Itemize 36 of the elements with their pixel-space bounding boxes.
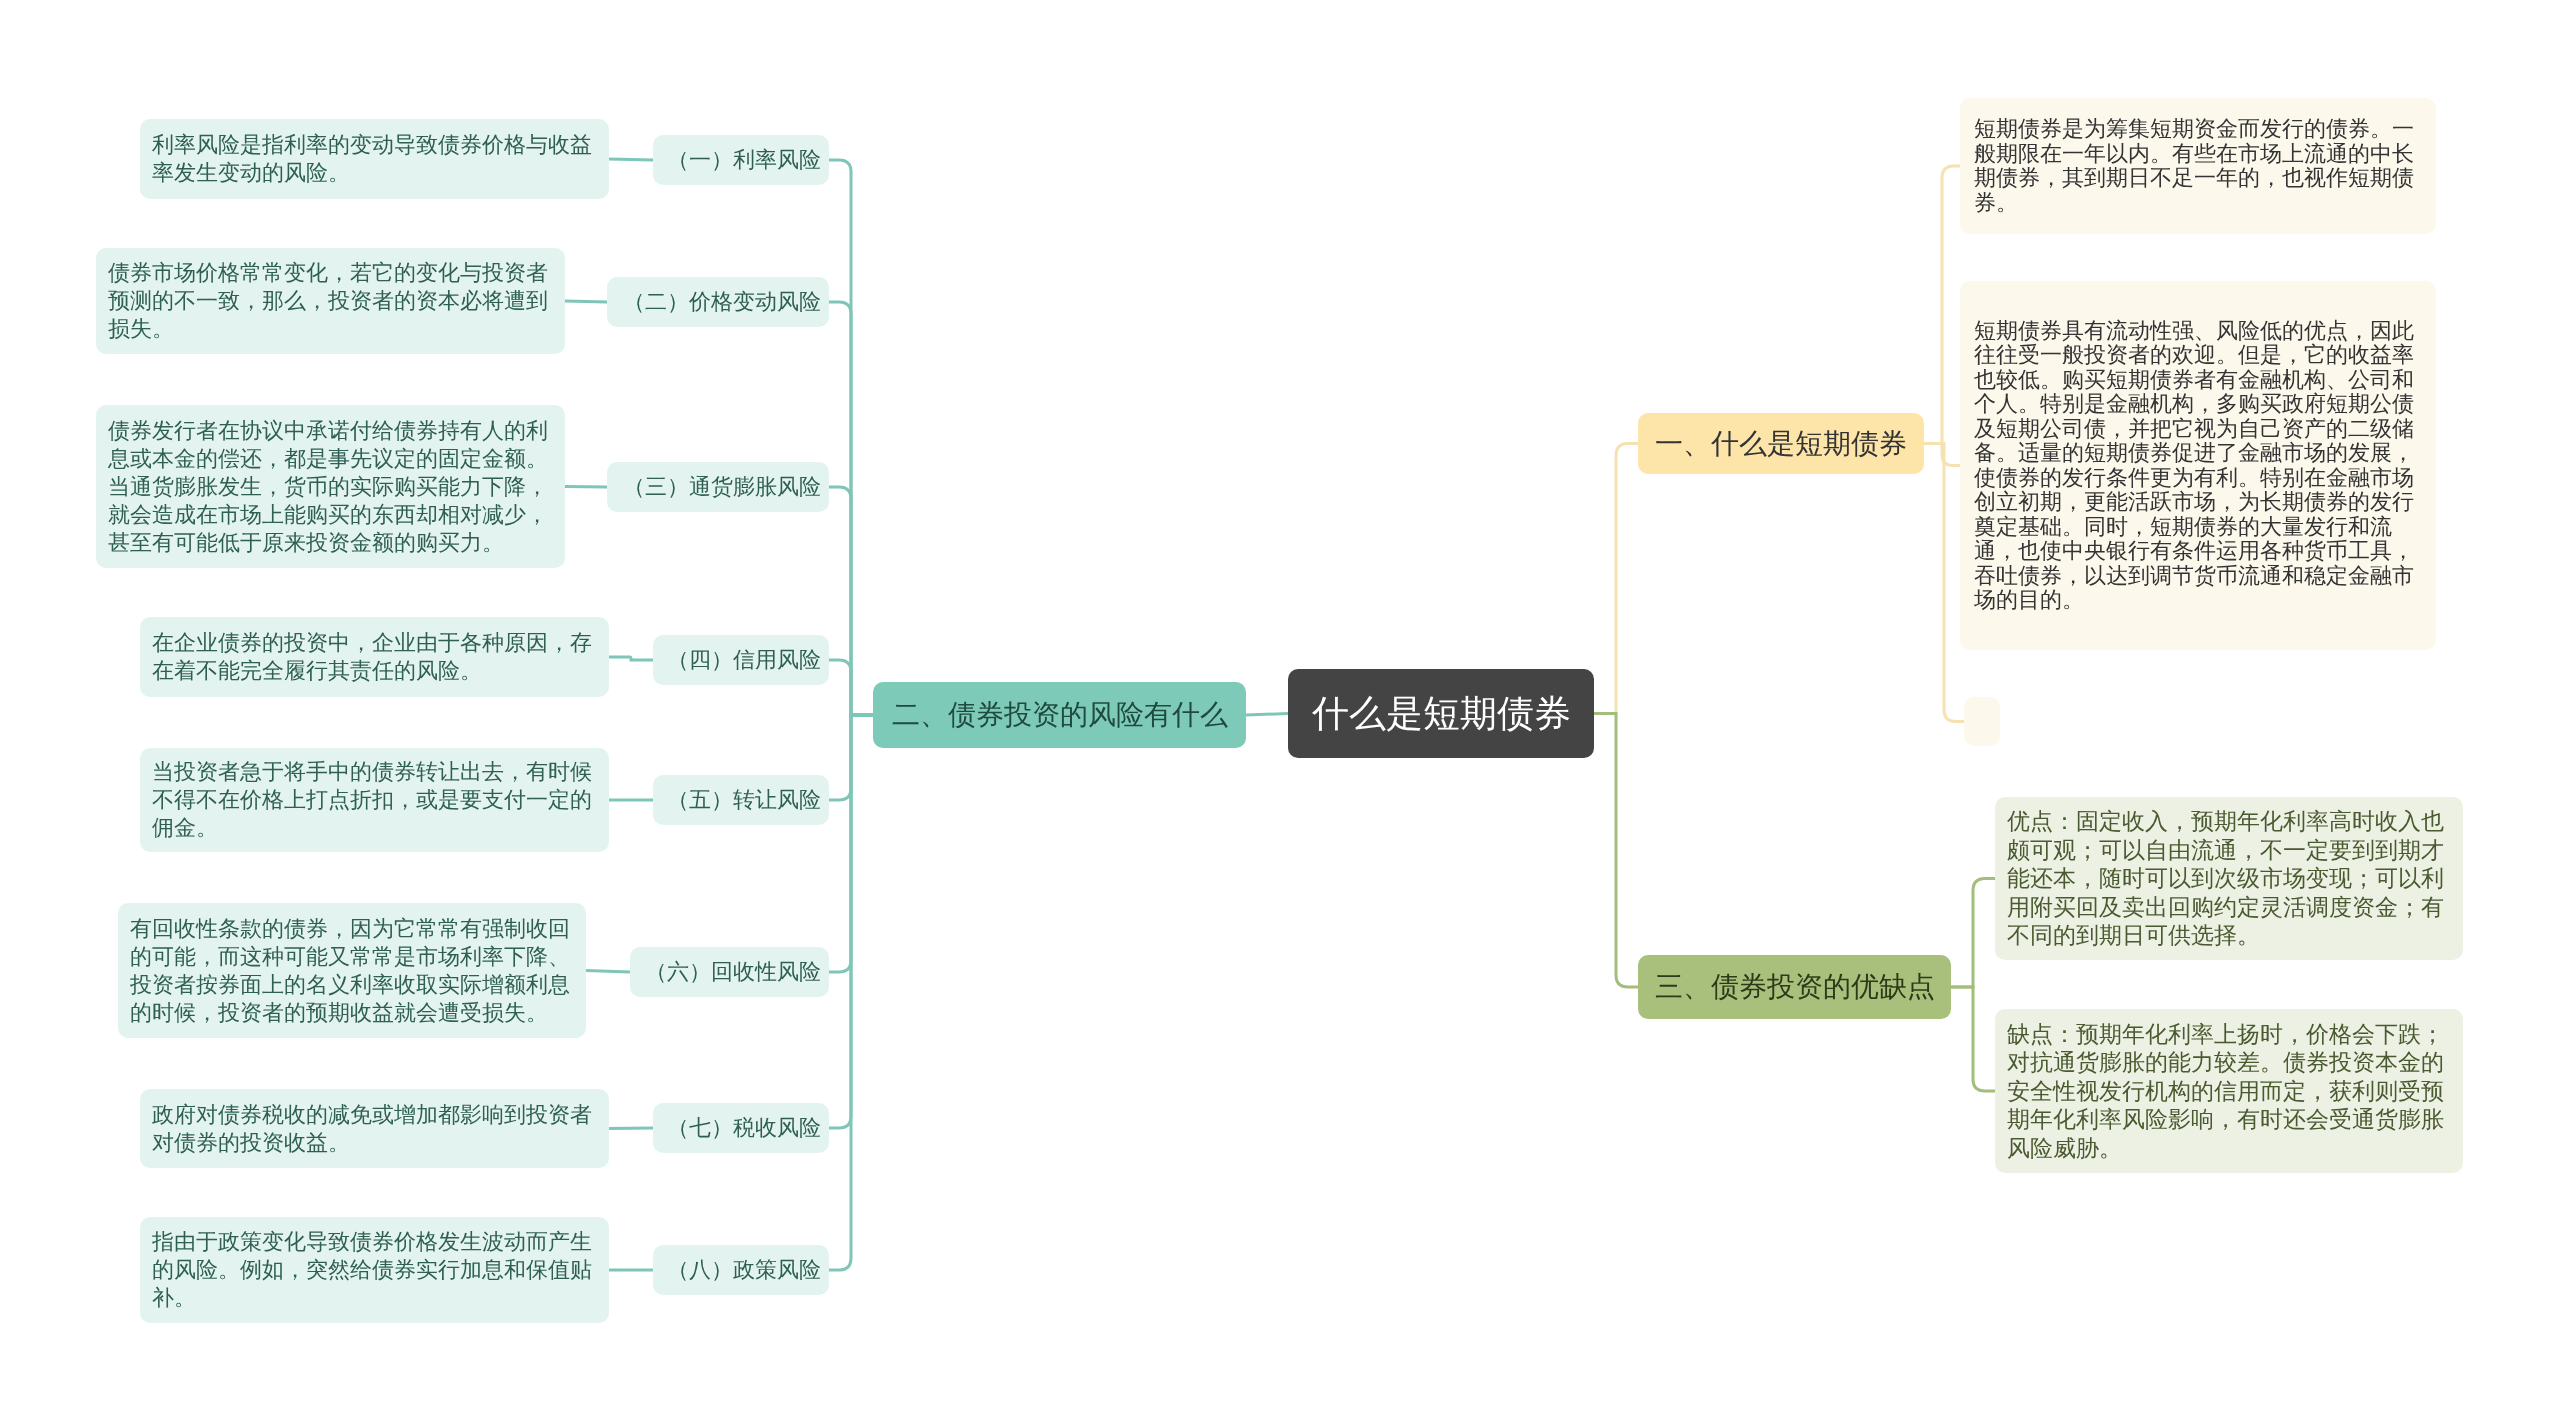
topic-box: （五）转让风险 xyxy=(653,775,829,825)
text-box: 缺点：预期年化利率上扬时，价格会下跌；对抗通货膨胀的能力较差。债券投资本金的安全性视发行机构的信用而定，获利则受预期年化利率风险影响，有时还会受通货膨胀风险威胁。 xyxy=(1995,1009,2463,1173)
topic-box: （一）利率风险 xyxy=(653,135,829,185)
connector-line xyxy=(609,798,653,802)
branch-box: 二、债券投资的风险有什么 xyxy=(873,682,1246,748)
topic-box: （三）通货膨胀风险 xyxy=(607,462,829,512)
connector-line xyxy=(1951,985,1995,1093)
text-box: 优点：固定收入，预期年化利率高时收入也颇可观；可以自由流通，不一定要到到期才能还本，随时可以到次级市场变现；可以利用附买回及卖出回购约定灵活调度资金；有不同的到期日可供选择。 xyxy=(1995,797,2463,960)
connector-line xyxy=(565,485,607,489)
text-box: 债券市场价格常常变化，若它的变化与投资者预测的不一致，那么，投资者的资本必将遭到损失。 xyxy=(96,248,565,354)
text-box: 有回收性条款的债券，因为它常常有强制收回的可能，而这种可能又常常是市场利率下降、投资者按券面上的名义利率收取实际增额利息的时候，投资者的预期收益就会遭受损失。 xyxy=(118,903,586,1038)
connector-line xyxy=(609,1268,653,1272)
central-topic-box: 什么是短期债券 xyxy=(1288,669,1594,758)
text-box: 政府对债券税收的减免或增加都影响到投资者对债券的投资收益。 xyxy=(140,1089,609,1168)
branch-box: 一、什么是短期债券 xyxy=(1638,413,1924,474)
text-box: 当投资者急于将手中的债券转让出去，有时候不得不在价格上打点折扣，或是要支付一定的佣金。 xyxy=(140,748,609,852)
topic-box: （八）政策风险 xyxy=(653,1245,829,1295)
text-box: 指由于政策变化导致债券价格发生波动而产生的风险。例如，突然给债券实行加息和保值贴补。 xyxy=(140,1217,609,1323)
connector-line xyxy=(1594,712,1638,989)
branch-box: 三、债券投资的优缺点 xyxy=(1638,955,1951,1019)
connector-line xyxy=(609,655,653,662)
topic-box: （七）税收风险 xyxy=(653,1103,829,1153)
topic-box: （二）价格变动风险 xyxy=(607,277,829,327)
text-box: 债券发行者在协议中承诺付给债券持有人的利息或本金的偿还，都是事先议定的固定金额。当通货膨胀发生，货币的实际购买能力下降，就会造成在市场上能购买的东西却相对减少，甚至有可能低于原来投资金额的购买力。 xyxy=(96,405,565,568)
empty-box xyxy=(1964,697,2000,746)
text-box: 在企业债券的投资中，企业由于各种原因，存在着不能完全履行其责任的风险。 xyxy=(140,617,609,697)
connector-line xyxy=(564,299,608,304)
connector-line xyxy=(1245,712,1289,717)
text-box: 短期债券是为筹集短期资金而发行的债券。一般期限在一年以内。有些在市场上流通的中长期债券，其到期日不足一年的，也视作短期债券。 xyxy=(1960,98,2436,234)
text-box: 利率风险是指利率的变动导致债券价格与收益率发生变动的风险。 xyxy=(140,119,609,199)
connector-line xyxy=(609,1126,653,1130)
connector-line xyxy=(585,969,631,974)
topic-box: （六）回收性风险 xyxy=(630,947,829,997)
topic-box: （四）信用风险 xyxy=(653,635,829,685)
connector-line xyxy=(608,157,654,162)
text-box: 短期债券具有流动性强、风险低的优点，因此往往受一般投资者的欢迎。但是，它的收益率也较低。购买短期债券者有金融机构、公司和个人。特别是金融机构，多购买政府短期公债及短期公司债，并把它视为自己资产的二级储备。适量的短期债券促进了金融市场的发展，使债券的发行条件更为有利。特别在金融市场创立初期，更能活跃市场，为长期债券的发行奠定基础。同时，短期债券的大量发行和流通，也使中央银行有条件运用各种货币工具，吞吐债券，以达到调节货币流通和稳定金融市场的目的。 xyxy=(1960,281,2436,650)
